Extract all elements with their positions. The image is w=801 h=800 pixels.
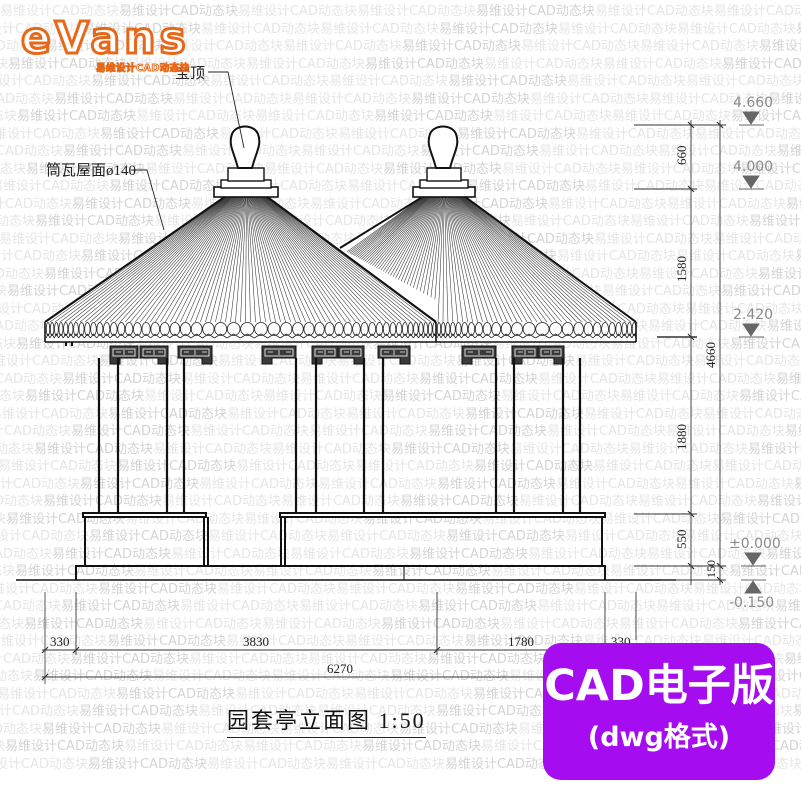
dim-550: 550 <box>674 530 689 550</box>
level-minus-0150: -0.150 <box>729 595 774 611</box>
finial-label: 宝顶 <box>175 65 205 82</box>
level-2420: 2.420 <box>733 307 773 323</box>
badge-sub-text: (dwg格式) <box>587 722 731 753</box>
right-pavilion <box>339 125 637 343</box>
dim-4660-total: 4660 <box>703 342 718 368</box>
logo-tagline: 易维设计CAD动态块 <box>96 63 190 75</box>
level-4660: 4.660 <box>733 95 773 111</box>
roof-label: 筒瓦屋面ø140 <box>46 162 136 179</box>
dim-1780: 1780 <box>508 634 534 649</box>
dim-660: 660 <box>674 146 689 166</box>
dim-1880: 1880 <box>674 424 689 450</box>
dim-3830: 3830 <box>243 634 269 649</box>
left-pavilion <box>44 125 437 343</box>
level-markers <box>739 111 766 594</box>
cad-format-badge: CAD电子版 (dwg格式) <box>543 643 775 780</box>
columns <box>64 342 582 513</box>
level-0000: ±0.000 <box>729 536 781 552</box>
badge-main-text: CAD电子版 <box>544 661 774 711</box>
logo-brand: eVans <box>20 13 190 64</box>
level-4000: 4.000 <box>733 159 773 175</box>
drawing-title: 园套亭立面图 1:50 <box>227 703 426 738</box>
vertical-dimension-lines <box>634 120 726 585</box>
leader-lines <box>131 71 245 231</box>
dim-1580: 1580 <box>674 256 689 282</box>
dim-6270-total: 6270 <box>327 661 353 676</box>
platform <box>16 512 676 581</box>
dim-150: 150 <box>704 560 718 578</box>
evans-logo: eVans 易维设计CAD动态块 <box>8 8 208 74</box>
dim-330-left: 330 <box>50 634 70 649</box>
